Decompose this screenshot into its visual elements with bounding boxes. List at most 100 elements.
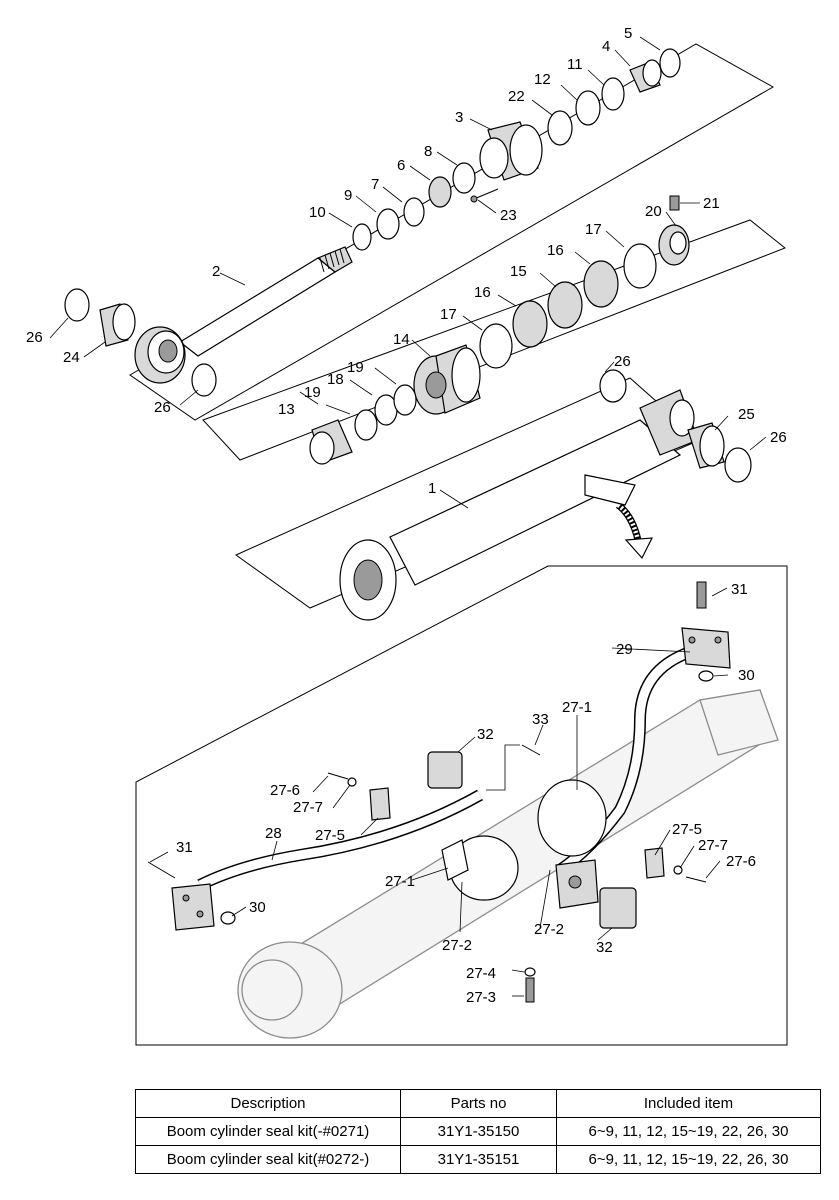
bushing-24 bbox=[99, 303, 136, 347]
dust-seal-26-tube-top bbox=[599, 369, 627, 403]
kit-description: Boom cylinder seal kit(#0272-) bbox=[135, 1145, 401, 1174]
label-32-upper: 32 bbox=[477, 726, 494, 743]
label-27-5-upper: 27-5 bbox=[315, 827, 345, 844]
seal-12 bbox=[575, 90, 601, 126]
piston-rod bbox=[178, 246, 353, 357]
bolt-31-lower bbox=[147, 861, 176, 879]
seal-10 bbox=[352, 223, 372, 251]
wear-ring-17-lower bbox=[479, 323, 513, 369]
set-screw-21 bbox=[669, 195, 680, 211]
label-20: 20 bbox=[645, 203, 662, 220]
kit-included-items: 6~9, 11, 12, 15~19, 22, 26, 30 bbox=[556, 1145, 821, 1174]
table-header-row: Description Parts no Included item bbox=[135, 1089, 821, 1118]
label-6: 6 bbox=[397, 157, 405, 174]
rod-cover-3 bbox=[479, 121, 543, 181]
label-31-lower: 31 bbox=[176, 839, 193, 856]
label-30-upper: 30 bbox=[738, 667, 755, 684]
clamp-27-1-upper bbox=[537, 779, 607, 857]
piston-14 bbox=[413, 344, 481, 415]
label-23: 23 bbox=[500, 207, 517, 224]
column-header-description: Description bbox=[135, 1089, 401, 1118]
o-ring-30-lower bbox=[220, 911, 236, 925]
washer-27-4 bbox=[524, 967, 536, 977]
label-4: 4 bbox=[602, 38, 610, 55]
label-27-1-lower: 27-1 bbox=[385, 873, 415, 890]
label-27-2-upper: 27-2 bbox=[534, 921, 564, 938]
clamp-27-5-lower bbox=[644, 847, 665, 879]
label-19-lower: 19 bbox=[304, 384, 321, 401]
label-17-upper: 17 bbox=[585, 221, 602, 238]
label-19-upper: 19 bbox=[347, 359, 364, 376]
detail-view-arrow bbox=[615, 502, 654, 560]
label-16-lower: 16 bbox=[474, 284, 491, 301]
label-10: 10 bbox=[309, 204, 326, 221]
seal-5 bbox=[659, 48, 681, 78]
wear-ring-17-upper bbox=[623, 243, 657, 289]
kit-parts-no: 31Y1-35151 bbox=[400, 1145, 557, 1174]
block-32-upper bbox=[427, 751, 463, 789]
seal-16-lower bbox=[512, 300, 548, 348]
label-11: 11 bbox=[567, 56, 583, 73]
dust-seal-26-left bbox=[64, 288, 90, 322]
bolt-33 bbox=[521, 744, 541, 756]
label-26-left: 26 bbox=[26, 329, 43, 346]
clamp-27-5-upper bbox=[369, 787, 391, 821]
label-26-tube-top: 26 bbox=[614, 353, 631, 370]
kit-parts-no: 31Y1-35150 bbox=[400, 1117, 557, 1146]
seal-kit-table: Description Parts no Included item Boom … bbox=[135, 1089, 821, 1174]
screw-23 bbox=[470, 188, 499, 203]
dust-seal-26-lower bbox=[191, 363, 217, 397]
table-row: Boom cylinder seal kit(#0272-) 31Y1-3515… bbox=[135, 1145, 821, 1174]
rod-eye bbox=[134, 326, 186, 384]
kit-description: Boom cylinder seal kit(-#0271) bbox=[135, 1117, 401, 1146]
label-7: 7 bbox=[371, 176, 379, 193]
table-row: Boom cylinder seal kit(-#0271) 31Y1-3515… bbox=[135, 1117, 821, 1146]
detail-view-frame bbox=[135, 565, 788, 1046]
label-27-2-lower: 27-2 bbox=[442, 937, 472, 954]
label-3: 3 bbox=[455, 109, 463, 126]
ring-19-upper bbox=[393, 384, 417, 416]
column-header-parts-no: Parts no bbox=[400, 1089, 557, 1118]
label-16-upper: 16 bbox=[547, 242, 564, 259]
nut-20 bbox=[658, 224, 690, 266]
leader-lines bbox=[49, 36, 767, 997]
label-27-7-lower: 27-7 bbox=[698, 837, 728, 854]
bolt-31-upper bbox=[696, 581, 707, 609]
cylinder-tube bbox=[339, 389, 699, 621]
label-18: 18 bbox=[327, 371, 344, 388]
bolt-27-3 bbox=[525, 977, 535, 1003]
label-27-7-upper: 27-7 bbox=[293, 799, 323, 816]
label-27-1-upper: 27-1 bbox=[562, 699, 592, 716]
kit-included-items: 6~9, 11, 12, 15~19, 22, 26, 30 bbox=[556, 1117, 821, 1146]
seal-8 bbox=[452, 162, 476, 194]
label-25: 25 bbox=[738, 406, 755, 423]
label-28: 28 bbox=[265, 825, 282, 842]
label-29: 29 bbox=[616, 641, 633, 658]
dust-seal-26-tube-right bbox=[724, 447, 752, 483]
label-30-lower: 30 bbox=[249, 899, 266, 916]
label-2: 2 bbox=[212, 263, 220, 280]
label-9: 9 bbox=[344, 187, 352, 204]
block-32-lower bbox=[599, 887, 637, 929]
label-27-5-lower: 27-5 bbox=[672, 821, 702, 838]
label-17-lower: 17 bbox=[440, 306, 457, 323]
bushing-4 bbox=[629, 59, 662, 93]
label-15: 15 bbox=[510, 263, 527, 280]
seal-6 bbox=[428, 176, 452, 208]
flange-middle bbox=[555, 859, 599, 909]
label-13: 13 bbox=[278, 401, 295, 418]
label-14: 14 bbox=[393, 331, 410, 348]
label-27-6-lower: 27-6 bbox=[726, 853, 756, 870]
seal-15 bbox=[547, 281, 583, 329]
label-32-lower: 32 bbox=[596, 939, 613, 956]
bracket-27-2 bbox=[441, 839, 469, 881]
label-1: 1 bbox=[428, 480, 436, 497]
seal-7 bbox=[403, 197, 425, 227]
washer-27-7-upper bbox=[347, 777, 357, 787]
seal-22 bbox=[547, 110, 573, 146]
label-5: 5 bbox=[624, 25, 632, 42]
label-27-6-upper: 27-6 bbox=[270, 782, 300, 799]
label-27-4: 27-4 bbox=[466, 965, 496, 982]
label-8: 8 bbox=[424, 143, 432, 160]
seal-11 bbox=[601, 77, 625, 111]
